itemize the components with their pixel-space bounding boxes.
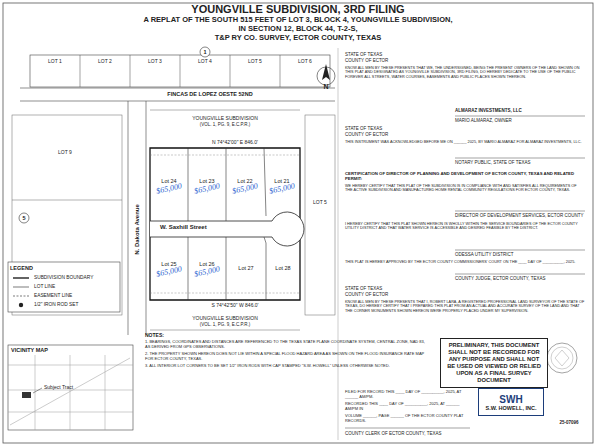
legend-sample [12, 292, 30, 300]
node-note: $65,000 [193, 181, 220, 195]
legend-text: SUBDIVISION BOUNDARY [34, 275, 118, 281]
preliminary-stamp: PRELIMINARY, THIS DOCUMENT SHALL NOT BE … [440, 338, 548, 388]
plat-label: LOT 4 [180, 59, 230, 65]
plat-label: Subject Tract [44, 385, 104, 391]
plat-label: NOTES: [145, 333, 195, 339]
plat-label: KNOW ALL MEN BY THESE PRESENTS THAT I, R… [345, 300, 585, 313]
legend-text: EASEMENT LINE [34, 293, 118, 299]
plat-label: N 74°42'00" E 846.0' [180, 140, 290, 146]
node-note: $65,000 [155, 264, 182, 278]
sheet-title: YOUNGVILLE SUBDIVISION, 3RD FILING [0, 3, 596, 16]
plat-label: W. Saxhill Street [160, 224, 260, 231]
plat-label: ODESSA UTILITY DISTRICT [455, 252, 585, 257]
plat-label: LOT 3 [130, 59, 180, 65]
plat-label: (VOL. 1, PG. 9, E.C.P.R.) [160, 322, 290, 327]
plat-label: LOT 5 [230, 59, 280, 65]
plat-label: I HEREBY CERTIFY THAT THIS PLAT SHOWN HE… [345, 222, 585, 231]
plat-label: (VOL. 1, PG. 9, E.C.P.R.) [160, 122, 290, 127]
node-note: $65,000 [193, 264, 220, 278]
plat-label: STATE OF TEXAS [345, 52, 465, 57]
plat-label: DIRECTOR OF DEVELOPMENT SERVICES, ECTOR … [455, 213, 585, 218]
vicinity-map: VICINITY MAP [8, 345, 133, 430]
legend-sample [12, 283, 30, 291]
surveyor-logo: SWHS.W. HOWELL, INC. [478, 388, 544, 416]
plat-label: VOLUME ______, PAGE ______ OF THE ECTOR … [345, 414, 470, 423]
lot-parcel: Lot 27 [238, 265, 253, 271]
plat-label: LOT 6 [280, 59, 330, 65]
node-note: $65,000 [155, 181, 182, 195]
plat-label: 1. BEARINGS, COORDINATES AND DISTANCES A… [145, 340, 430, 349]
plat-label: NOTARY PUBLIC, STATE OF TEXAS [455, 160, 585, 165]
plat-label: 25-07096 [548, 420, 590, 425]
plat-label: 1 [200, 49, 210, 55]
plat-label: THIS INSTRUMENT WAS ACKNOWLEDGED BEFORE … [345, 140, 585, 144]
node-title: Lot 27 [238, 265, 253, 271]
legend-text: LOT LINE [34, 284, 118, 290]
plat-label: STATE OF TEXAS [345, 286, 465, 291]
lot-parcel: Lot 21$65,000 [269, 178, 295, 193]
plat-label: IN SECTION 12, BLOCK 44, T-2-S, [0, 25, 596, 34]
plat-label: COUNTY OF ECTOR [345, 292, 465, 297]
plat-label: LOT 2 [80, 59, 130, 65]
legend-sample [12, 301, 30, 309]
lot-parcel: Lot 28 [275, 265, 290, 271]
plat-label: N [320, 83, 332, 91]
plat-label: THIS PLAT IS HEREBY APPROVED BY THE ECTO… [345, 260, 585, 264]
plat-label: FILED FOR RECORD THIS ____ DAY OF ______… [345, 390, 470, 399]
plat-label: WE HEREBY CERTIFY THAT THIS PLAT OF THE … [345, 184, 585, 193]
plat-label: YOUNGVILLE SUBDIVISION [160, 116, 290, 122]
plat-label: LOT 9 [40, 150, 90, 156]
lot-parcel: Lot 24$65,000 [156, 178, 182, 193]
lot-parcel: Lot 25$65,000 [156, 261, 182, 276]
plat-label: S 74°42'50" W 846.0' [180, 303, 290, 309]
plat-label: LEGEND [10, 265, 118, 271]
legend-text: 1/2" IRON ROD SET [34, 302, 118, 308]
plat-label: MARIO ALMARAZ, OWNER [455, 118, 585, 123]
lot-parcel: Lot 26$65,000 [194, 261, 220, 276]
plat-label: CERTIFICATION OF DIRECTOR OF PLANNING AN… [345, 172, 585, 182]
node-note: $65,000 [268, 181, 295, 195]
node-title: PRELIMINARY, THIS DOCUMENT SHALL NOT BE … [445, 342, 543, 384]
lot-parcel: Lot 22$65,000 [232, 178, 258, 193]
lot-parcel: Lot 23$65,000 [194, 178, 220, 193]
plat-label: COUNTY OF ECTOR [345, 58, 465, 63]
node-title: Lot 28 [275, 265, 290, 271]
node-note: $65,000 [231, 181, 258, 195]
plat-label: RECORDED THIS ____ DAY OF __________, 20… [345, 402, 470, 411]
plat-label: LOT 1 [30, 59, 80, 65]
plat-label: 2. THE PROPERTY SHOWN HEREON DOES NOT LI… [145, 352, 430, 361]
plat-label: 3. ALL INTERIOR LOT CORNERS TO BE SET 1/… [145, 364, 430, 369]
node-title: VICINITY MAP [11, 347, 130, 353]
legend-sample [12, 274, 30, 282]
plat-label: 5 [19, 215, 29, 221]
plat-label: ALMARAZ INVESTMENTS, LLC [455, 108, 585, 113]
plat-label: STATE OF TEXAS [345, 126, 465, 131]
plat-label: COUNTY JUDGE, ECTOR COUNTY, TEXAS [455, 276, 585, 281]
plat-label: A REPLAT OF THE SOUTH 515 FEET OF LOT 3,… [0, 16, 596, 25]
plat-label: COUNTY OF ECTOR [345, 132, 465, 137]
plat-label: KNOW ALL MEN BY THESE PRESENTS THAT WE, … [345, 66, 585, 79]
plat-label: LOT 5 [306, 200, 334, 206]
plat-label: N. Dakota Avenue [134, 169, 141, 289]
plat-label: T&P RY CO. SURVEY, ECTOR COUNTY, TEXAS [0, 34, 596, 43]
node-note: S.W. HOWELL, INC. [481, 405, 541, 411]
plat-label: COUNTY CLERK OF ECTOR COUNTY, TEXAS [345, 431, 470, 436]
plat-label: FINCAS DE LOPEZ OESTE 52ND [100, 91, 320, 97]
plat-label: YOUNGVILLE SUBDIVISION [160, 316, 290, 322]
node-title: SWH [481, 394, 541, 405]
